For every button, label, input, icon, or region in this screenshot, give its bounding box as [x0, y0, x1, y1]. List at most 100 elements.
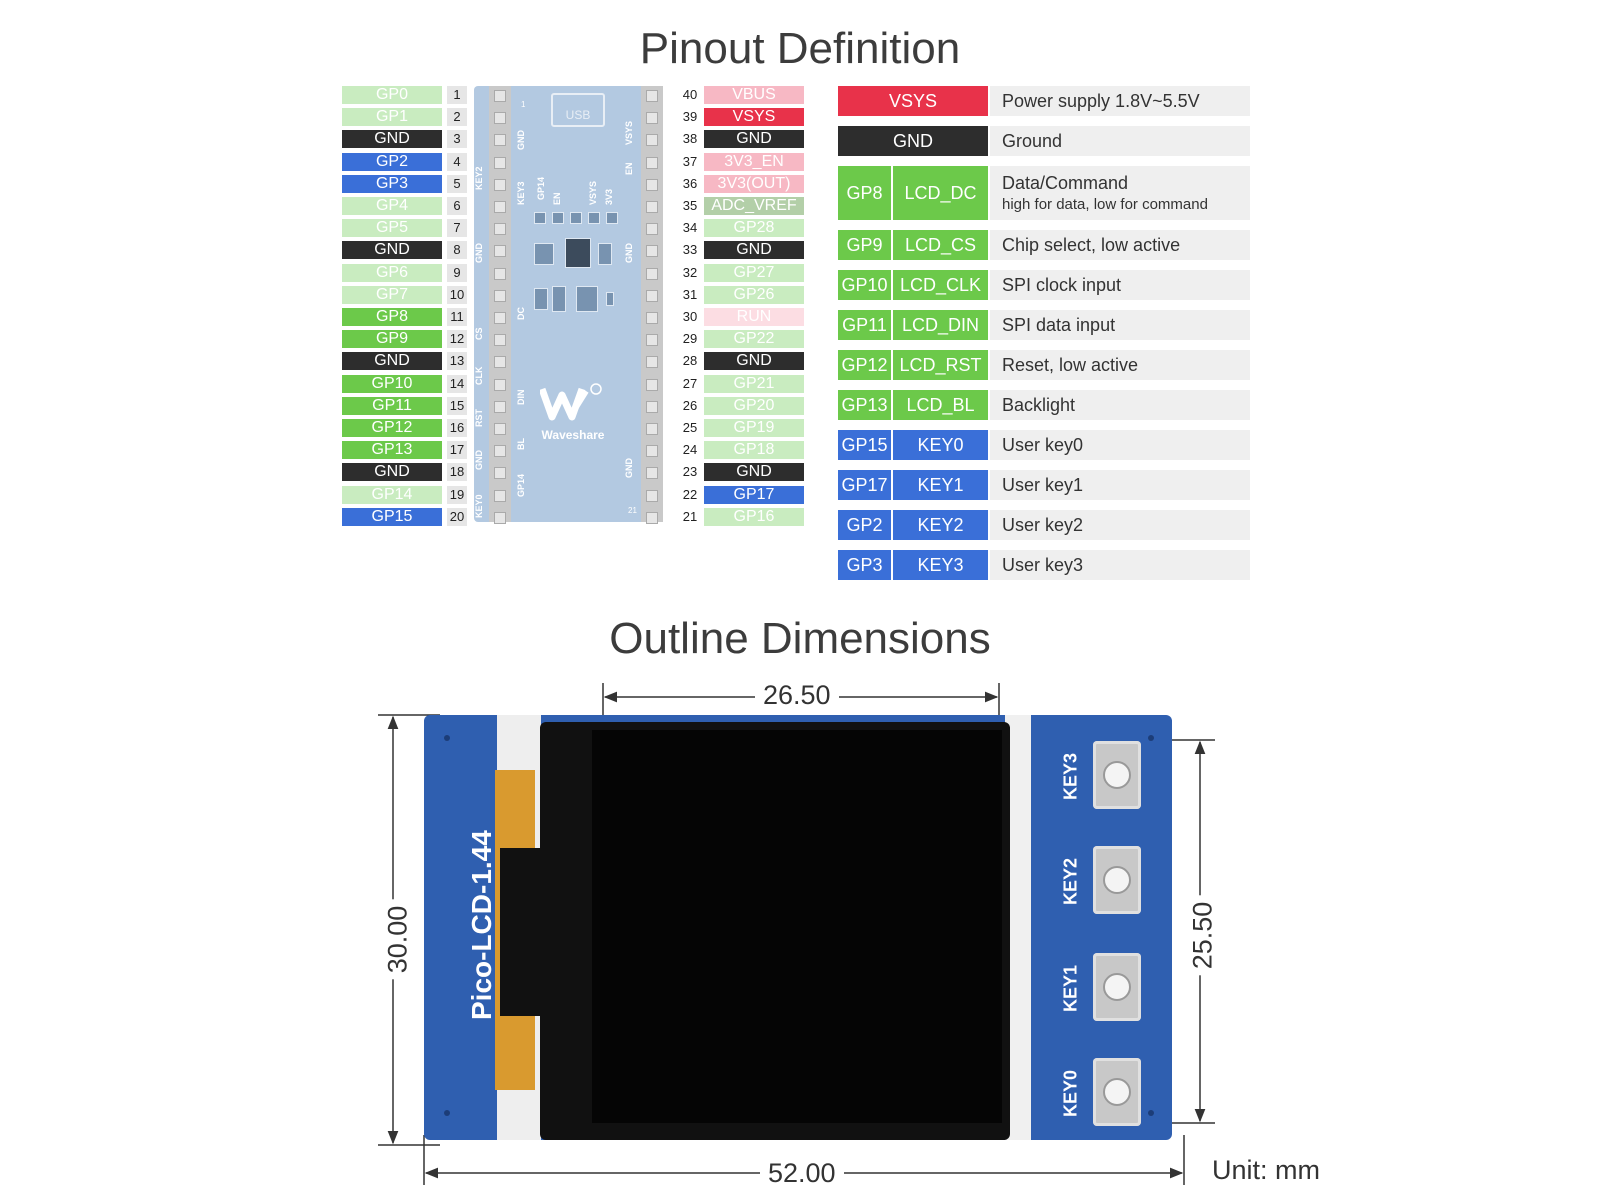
- pin-number-right: 21: [680, 507, 700, 526]
- header-pin: [494, 90, 506, 102]
- pin-label-left: GP8: [342, 308, 442, 326]
- pin-number-right: 25: [680, 419, 700, 437]
- pin-label-right: GND: [704, 130, 804, 149]
- description-text: User key1: [1002, 474, 1084, 495]
- pin-marker: 1: [521, 100, 526, 109]
- header-pin: [646, 245, 658, 258]
- pin-number-left: 12: [447, 330, 467, 349]
- header-pin: [646, 156, 658, 169]
- pin-label-left: GP9: [342, 330, 442, 349]
- key-label: KEY3: [1060, 752, 1081, 801]
- waveshare-logo-icon: [540, 383, 602, 421]
- pin-number-right: 33: [680, 241, 700, 260]
- lcd-screen: [592, 730, 1002, 1123]
- dimension-key-height: 25.50: [1187, 895, 1219, 976]
- header-pin: [494, 156, 506, 169]
- table-description: User key3: [990, 550, 1250, 580]
- pin-label-right: ADC_VREF: [704, 197, 804, 215]
- table-pin-cell: GP3: [838, 550, 891, 580]
- description-text: Power supply 1.8V~5.5V: [1002, 90, 1200, 111]
- header-pin: [646, 334, 658, 347]
- table-description: Reset, low active: [990, 350, 1250, 380]
- board-component: [552, 286, 566, 312]
- pin-number-right: 31: [680, 285, 700, 304]
- pcb-hole: [444, 1110, 450, 1116]
- pinout-title: Pinout Definition: [639, 24, 961, 73]
- table-function-cell: LCD_DIN: [893, 310, 988, 340]
- header-pin: [494, 112, 506, 125]
- table-function-cell: KEY0: [893, 430, 988, 460]
- pin-number-right: 23: [680, 463, 700, 482]
- header-pin: [646, 134, 658, 147]
- pin-label-right: GP26: [704, 285, 804, 304]
- pin-number-right: 38: [680, 130, 700, 149]
- pin-number-left: 14: [447, 374, 467, 393]
- pin-number-left: 16: [447, 419, 467, 437]
- board-component: [534, 243, 554, 265]
- pin-label-left: GP15: [342, 507, 442, 526]
- header-pin: [646, 112, 658, 125]
- header-pin: [494, 378, 506, 391]
- pin-number-left: 10: [447, 285, 467, 304]
- table-description: Backlight: [990, 390, 1250, 420]
- pin-marker: 21: [628, 506, 637, 515]
- table-pin-cell: GP15: [838, 430, 891, 460]
- pin-label-left: GP4: [342, 197, 442, 215]
- pin-label-right: 3V3(OUT): [704, 174, 804, 193]
- pin-label-left: GP0: [342, 86, 442, 104]
- header-pin: [646, 489, 658, 502]
- pin-label-left: GP3: [342, 174, 442, 193]
- header-pin: [646, 445, 658, 458]
- unit-label: Unit: mm: [1212, 1155, 1320, 1185]
- description-text: Ground: [1002, 130, 1063, 151]
- description-text: Backlight: [1002, 394, 1076, 415]
- pin-label-right: GP18: [704, 441, 804, 460]
- pin-label-right: GND: [704, 241, 804, 260]
- header-pin: [646, 312, 658, 324]
- pin-label-left: GP2: [342, 152, 442, 171]
- board-component: [534, 212, 546, 224]
- pin-number-left: 19: [447, 485, 467, 504]
- user-key-button: [1093, 741, 1141, 809]
- header-pin: [494, 445, 506, 458]
- table-pin-cell: GP11: [838, 310, 891, 340]
- pin-number-right: 30: [680, 308, 700, 326]
- table-function-cell: LCD_CLK: [893, 270, 988, 300]
- pin-label-left: GP1: [342, 108, 442, 127]
- board-component: [570, 212, 582, 224]
- table-description: User key2: [990, 510, 1250, 540]
- table-description: User key0: [990, 430, 1250, 460]
- table-pin-cell: GP13: [838, 390, 891, 420]
- board-component: [598, 243, 612, 265]
- table-description: SPI data input: [990, 310, 1250, 340]
- pin-label-right: GP19: [704, 419, 804, 437]
- pin-label-right: GP22: [704, 330, 804, 349]
- table-function-cell: LCD_DC: [893, 166, 988, 220]
- table-pin-cell: GP17: [838, 470, 891, 500]
- key-label: KEY2: [1060, 857, 1081, 906]
- header-pin: [646, 201, 658, 213]
- pin-number-right: 29: [680, 330, 700, 349]
- right-header-strip: [641, 86, 663, 524]
- header-pin: [646, 267, 658, 280]
- pin-number-right: 24: [680, 441, 700, 460]
- pin-label-left: GP10: [342, 374, 442, 393]
- outline-title: Outline Dimensions: [609, 614, 991, 663]
- pin-label-right: 3V3_EN: [704, 152, 804, 171]
- pin-number-left: 6: [447, 197, 467, 215]
- pin-label-right: GND: [704, 463, 804, 482]
- description-text: Chip select, low active: [1002, 234, 1181, 255]
- header-pin: [494, 400, 506, 413]
- header-pin: [646, 467, 658, 480]
- dimension-height: 30.00: [382, 899, 414, 980]
- table-function-cell: KEY1: [893, 470, 988, 500]
- pin-label-right: RUN: [704, 308, 804, 326]
